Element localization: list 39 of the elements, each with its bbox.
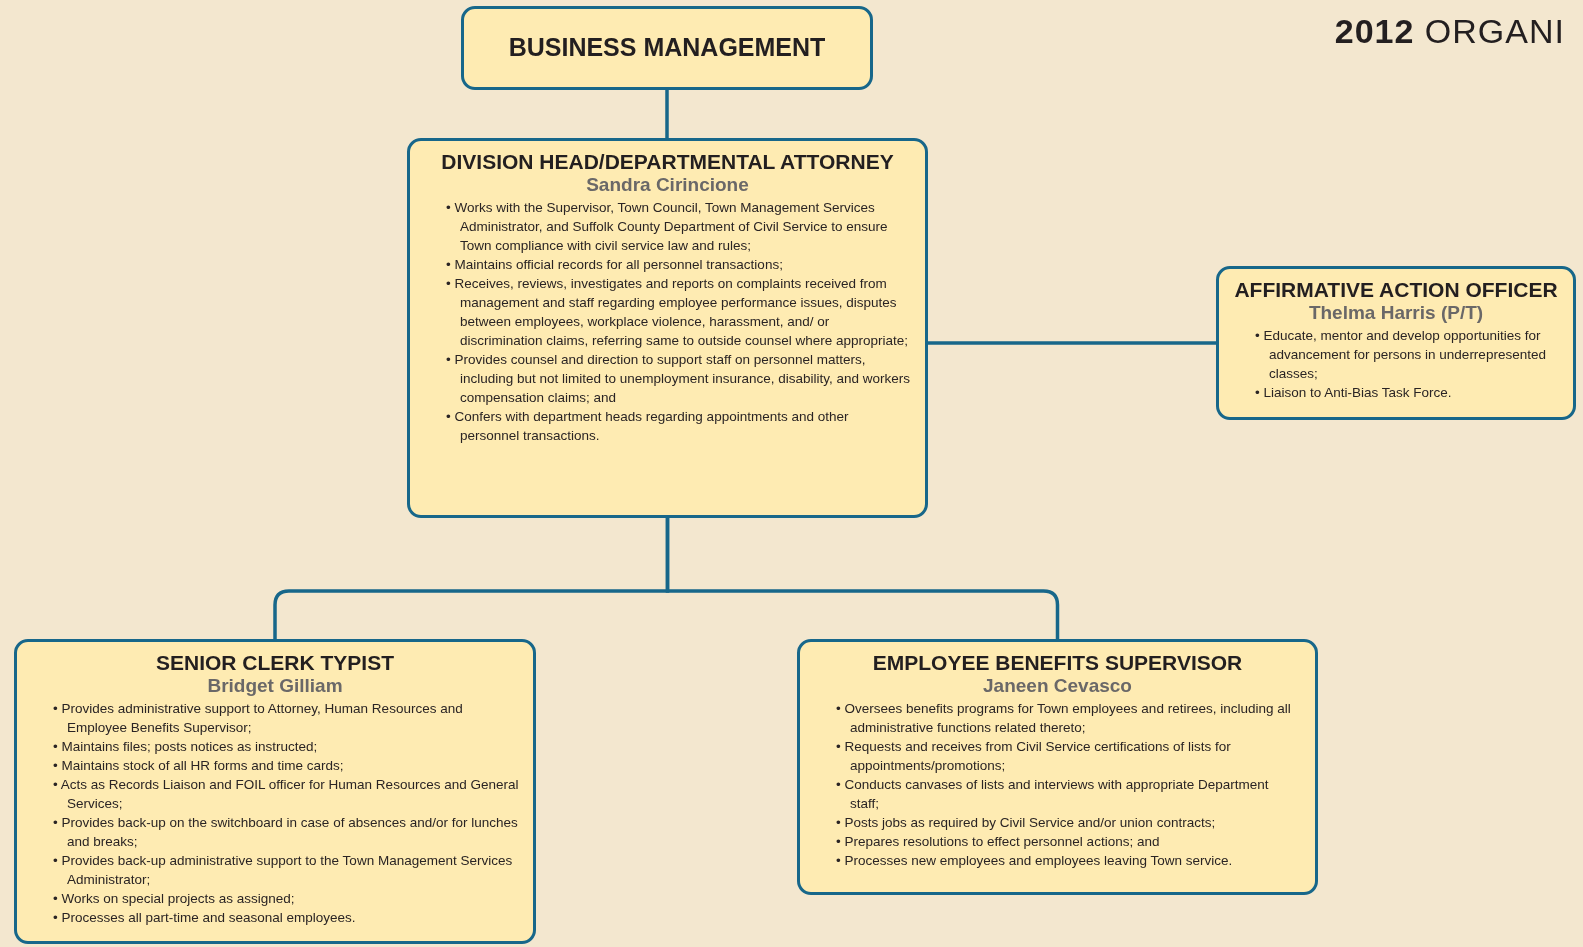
job-title: EMPLOYEE BENEFITS SUPERVISOR [871,650,1244,675]
duty-bullet: • Maintains files; posts notices as instructed; [53,738,319,756]
person-name: Bridget Gilliam [206,675,344,697]
duty-bullet: • Maintains stock of all HR forms and time cards; [53,757,345,775]
duty-bullet: • Educate, mentor and develop opportunities for advancement for persons in underrepresented classes; [1255,327,1547,383]
person-name: Sandra Cirincione [585,174,750,196]
duty-bullet: • Confers with department heads regarding appointments and other personnel transactions. [446,408,850,445]
job-title: SENIOR CLERK TYPIST [155,650,395,675]
connector-line [928,341,1216,345]
duty-bullet: • Conducts canvases of lists and interviews with appropriate Department staff; [836,776,1270,813]
duty-bullet: • Processes new employees and employees leaving Town service. [836,852,1234,870]
person-name: Janeen Cevasco [982,675,1133,697]
org-box [461,6,873,90]
duty-bullet: • Prepares resolutions to effect personnel actions; and [836,833,1161,851]
duty-bullet: • Provides administrative support to Attorney, Human Resources and Employee Benefits Supervisor; [53,700,464,737]
job-title: BUSINESS MANAGEMENT [507,32,827,63]
duty-bullet: • Maintains official records for all personnel transactions; [446,256,784,274]
org-box [1216,266,1576,420]
header-text: 2012 ORGANI [1334,12,1565,51]
duty-bullet: • Provides counsel and direction to support staff on personnel matters, including but not limited to unemployment insurance, disability, and workers compensation claims; and [446,351,911,407]
connector-line [665,90,669,138]
duty-bullet: • Liaison to Anti-Bias Task Force. [1255,384,1453,402]
job-title: AFFIRMATIVE ACTION OFFICER [1233,277,1559,302]
duty-bullet: • Posts jobs as required by Civil Service and/or union contracts; [836,814,1217,832]
duty-bullet: • Works with the Supervisor, Town Council, Town Management Services Administrator, and Suffolk County Department of Civil Service to ensure Town compliance with civil service law and rules; [446,199,889,255]
duty-bullet: • Oversees benefits programs for Town employees and retirees, including all administrative functions related thereto; [836,700,1292,737]
person-name: Thelma Harris (P/T) [1307,302,1485,324]
connector-line [665,518,1060,639]
duty-bullet: • Processes all part-time and seasonal employees. [53,909,357,927]
job-title: DIVISION HEAD/DEPARTMENTAL ATTORNEY [440,149,895,174]
duty-bullet: • Provides back-up administrative support to the Town Management Services Administrator; [53,852,514,889]
duty-bullet: • Provides back-up on the switchboard in case of absences and/or for lunches and breaks; [53,814,519,851]
duty-bullet: • Works on special projects as assigned; [53,890,296,908]
org-box [407,138,928,518]
org-box [14,639,536,944]
duty-bullet: • Receives, reviews, investigates and reports on complaints received from management and staff regarding employee performance issues, disputes between employees, workplace violence, harassment, and/ or discrimination claims, referring same to outside counsel where appropriate; [446,275,909,350]
org-box [797,639,1318,895]
duty-bullet: • Acts as Records Liaison and FOIL officer for Human Resources and General Services; [53,776,519,813]
duty-bullet: • Requests and receives from Civil Service certifications of lists for appointments/promotions; [836,738,1232,775]
